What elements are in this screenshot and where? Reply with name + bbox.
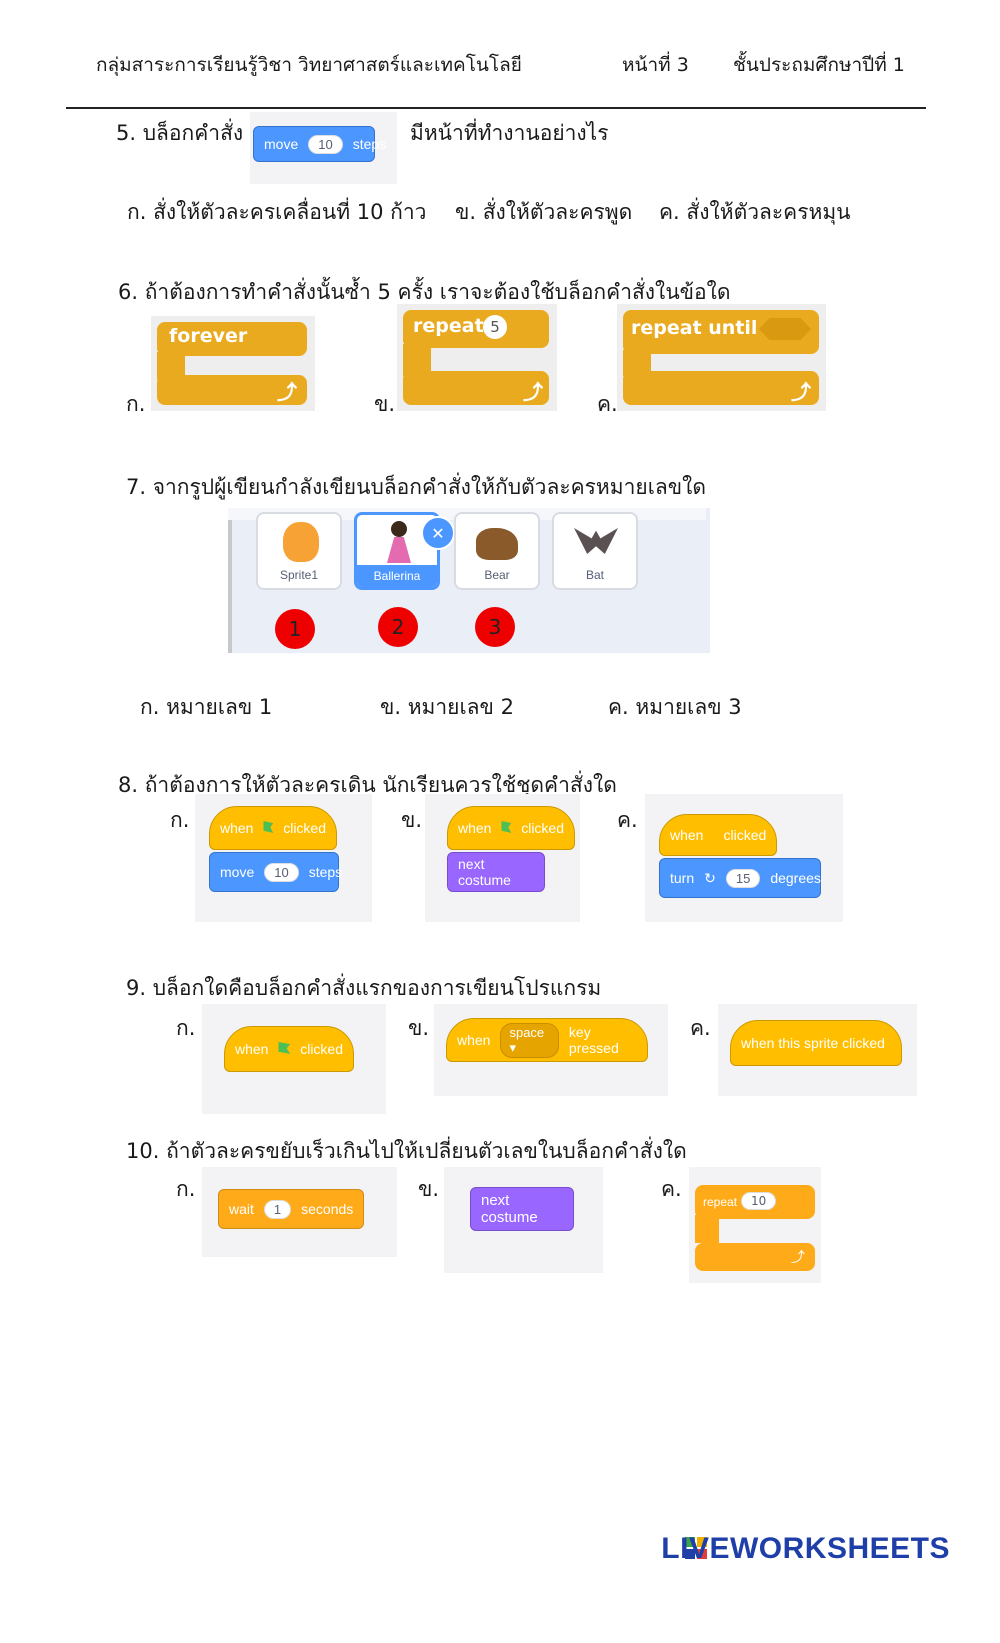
when-key-pressed-block: when space ▾ key pressed	[446, 1018, 648, 1062]
rotate-right-icon: ↻	[704, 869, 716, 886]
q6-label-c[interactable]: ค.	[597, 392, 618, 416]
block-unit: steps	[352, 136, 387, 152]
q9-label-c[interactable]: ค.	[690, 1016, 711, 1040]
loop-arrow-icon: ⤴	[791, 380, 811, 404]
q7-option-c[interactable]: ค. หมายเลข 3	[608, 695, 742, 719]
header-divider	[66, 107, 926, 109]
q5-option-c[interactable]: ค. สั่งให้ตัวละครหมุน	[659, 200, 851, 224]
q9-option-b-image: when space ▾ key pressed	[434, 1004, 668, 1096]
page-number: หน้าที่ 3	[622, 54, 689, 76]
repeat-until-block-image: repeat until ⤴	[617, 304, 826, 411]
next-costume-block: next costume	[470, 1187, 574, 1231]
green-flag-icon	[501, 821, 512, 833]
repeat-block-image: repeat 5 ⤴	[397, 304, 557, 411]
q7-option-a[interactable]: ก. หมายเลข 1	[140, 695, 273, 719]
bat-icon	[574, 528, 618, 554]
repeat-count: 10	[741, 1192, 777, 1210]
repeat-label: repeat	[413, 315, 484, 337]
q5-prefix: 5. บล็อกคำสั่ง	[116, 121, 244, 145]
q6-label-b[interactable]: ข.	[374, 392, 396, 416]
block-word: move	[264, 136, 299, 152]
repeat-until-label: repeat until	[631, 317, 758, 339]
loop-arrow-icon: ⤴	[523, 380, 543, 404]
q10-option-c-image: repeat 10 ⤴	[689, 1167, 821, 1283]
liveworksheets-logo-icon	[685, 1537, 707, 1559]
next-costume-block: next costume	[447, 852, 545, 892]
green-flag-icon	[263, 821, 274, 833]
q10-label-c[interactable]: ค.	[661, 1177, 682, 1201]
q6-question: 6. ถ้าต้องการทำคำสั่งนั้นซ้ำ 5 ครั้ง เรา…	[118, 280, 731, 304]
grade-level: ชั้นประถมศึกษาปีที่ 1	[733, 54, 905, 76]
forever-block-image: forever ⤴	[151, 316, 315, 411]
q6-label-a[interactable]: ก.	[126, 392, 146, 416]
q9-label-a[interactable]: ก.	[176, 1016, 196, 1040]
q8-question: 8. ถ้าต้องการให้ตัวละครเดิน นักเรียนควรใ…	[118, 773, 617, 797]
q9-question: 9. บล็อกใดคือบล็อกคำสั่งแรกของการเขียนโป…	[126, 976, 602, 1000]
badge-1: 1	[275, 609, 315, 649]
ballerina-icon	[391, 521, 407, 537]
bear-icon	[476, 528, 518, 560]
sprite-card-1[interactable]: Sprite1	[256, 512, 342, 590]
q8-label-a[interactable]: ก.	[170, 808, 190, 832]
sprite-card-4[interactable]: Bat	[552, 512, 638, 590]
when-sprite-clicked-block: when this sprite clicked	[730, 1020, 902, 1066]
dropdown-caret-icon: ▾	[509, 1039, 516, 1055]
sprite-name: Bear	[484, 568, 510, 582]
move-steps-block: move 10 steps	[253, 126, 386, 162]
q8-label-b[interactable]: ข.	[401, 808, 423, 832]
q9-option-c-image: when this sprite clicked	[718, 1004, 917, 1096]
trash-icon[interactable]: ✕	[421, 516, 455, 550]
key-dropdown: space ▾	[500, 1022, 559, 1058]
loop-arrow-icon: ⤴	[277, 380, 297, 404]
q5-option-b[interactable]: ข. สั่งให้ตัวละครพูด	[455, 200, 633, 224]
q5-suffix: มีหน้าที่ทำงานอย่างไร	[410, 121, 609, 145]
loop-arrow-icon: ⤴	[791, 1250, 805, 1266]
q9-label-b[interactable]: ข.	[408, 1016, 430, 1040]
repeat-count: 5	[483, 315, 507, 339]
liveworksheets-logo: LIVEWORKSHEETS	[661, 1532, 950, 1565]
repeat-label: repeat	[703, 1195, 738, 1209]
sprite-name: Bat	[585, 568, 604, 582]
badge-2: 2	[378, 607, 418, 647]
subject-header: กลุ่มสาระการเรียนรู้วิชา วิทยาศาสตร์และเ…	[96, 54, 522, 76]
badge-3: 3	[475, 607, 515, 647]
q7-option-b[interactable]: ข. หมายเลข 2	[380, 695, 514, 719]
green-flag-icon	[278, 1042, 291, 1054]
sprite-card-3[interactable]: Bear	[454, 512, 540, 590]
q5-block-image: move 10 steps	[250, 112, 397, 184]
sprite-name: Ballerina	[357, 565, 437, 587]
sprite-name: Sprite1	[279, 568, 319, 582]
q5-option-a[interactable]: ก. สั่งให้ตัวละครเคลื่อนที่ 10 ก้าว	[127, 200, 427, 224]
q7-question: 7. จากรูปผู้เขียนกำลังเขียนบล็อกคำสั่งให…	[126, 475, 707, 499]
q10-question: 10. ถ้าตัวละครขยับเร็วเกินไปให้เปลี่ยนตั…	[126, 1139, 687, 1163]
q10-label-b[interactable]: ข.	[418, 1177, 440, 1201]
q10-label-a[interactable]: ก.	[176, 1177, 196, 1201]
q10-option-b-image: next costume	[444, 1167, 603, 1273]
cat-icon	[283, 522, 319, 562]
q8-label-c[interactable]: ค.	[617, 808, 638, 832]
condition-slot	[759, 318, 811, 340]
block-value: 10	[308, 134, 343, 154]
forever-label: forever	[169, 325, 248, 347]
